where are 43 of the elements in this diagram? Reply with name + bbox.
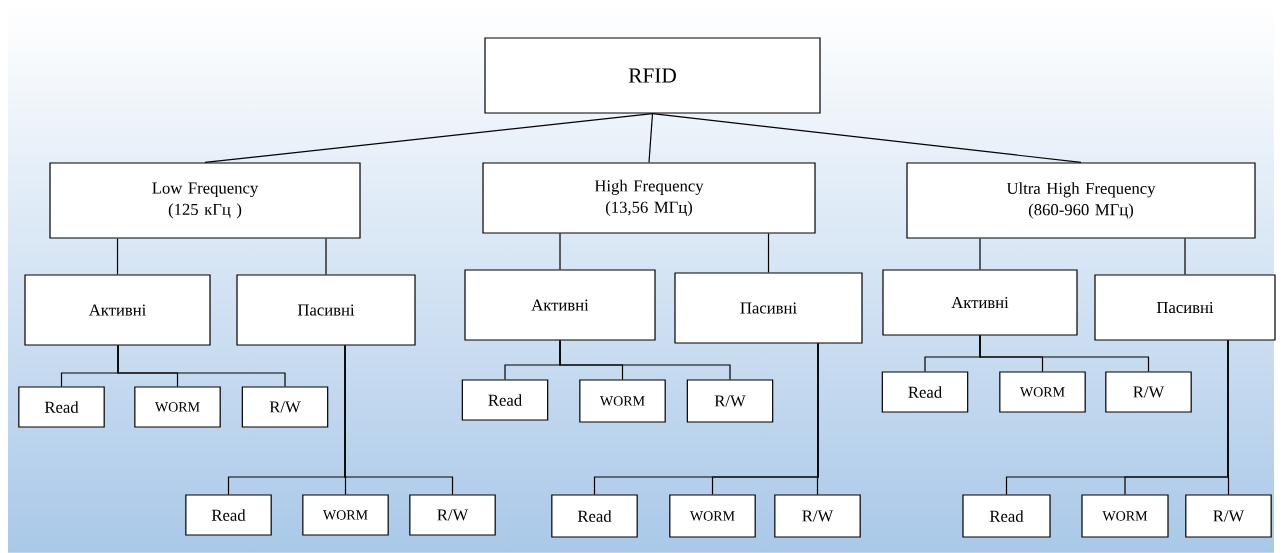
connector-line [559, 340, 731, 380]
mode-box: Read [18, 386, 105, 428]
mode-box: WORM [302, 494, 389, 536]
connector-line [979, 335, 1150, 372]
connector-line [325, 238, 327, 275]
root-box: RFID [484, 37, 821, 114]
connector-line [117, 345, 286, 387]
connector-line [116, 238, 119, 275]
mode-box: R/W [686, 379, 774, 423]
connector-line [648, 113, 654, 163]
mode-box: WORM [134, 386, 221, 428]
connector-line [204, 113, 654, 163]
mode-box: Read [551, 494, 638, 538]
mode-box: R/W [241, 386, 329, 428]
frequency-box: High Frequency (13,56 МГц) [482, 162, 816, 234]
connector-line [559, 233, 561, 270]
mode-box: WORM [1081, 494, 1169, 538]
mode-box: Read [185, 494, 272, 536]
connector-line [816, 343, 819, 495]
mode-box: Read [881, 371, 969, 413]
mode-box: R/W [774, 494, 861, 538]
connector-line [979, 238, 981, 270]
mode-box: WORM [999, 371, 1086, 413]
mode-box: Read [461, 379, 549, 421]
mode-box: WORM [579, 379, 666, 423]
connector-line [1184, 238, 1186, 275]
connector-line [767, 233, 770, 273]
type-box: Пасивні [1094, 274, 1276, 341]
mode-box: WORM [669, 494, 756, 538]
type-box: Активні [24, 274, 211, 346]
mode-box: R/W [1185, 494, 1272, 538]
frequency-box: Low Frequency (125 кГц ) [49, 162, 361, 239]
mode-box: Read [962, 494, 1051, 538]
frequency-box: Ultra High Frequency (860-960 МГц) [906, 162, 1256, 239]
type-box: Пасивні [674, 272, 863, 344]
type-box: Активні [464, 269, 656, 341]
connector-line [1227, 340, 1230, 495]
mode-box: R/W [1105, 371, 1192, 413]
connector-line [344, 345, 454, 495]
type-box: Пасивні [236, 274, 416, 346]
mode-box: R/W [409, 494, 496, 536]
type-box: Активні [882, 269, 1078, 336]
connector-line [651, 113, 1082, 163]
